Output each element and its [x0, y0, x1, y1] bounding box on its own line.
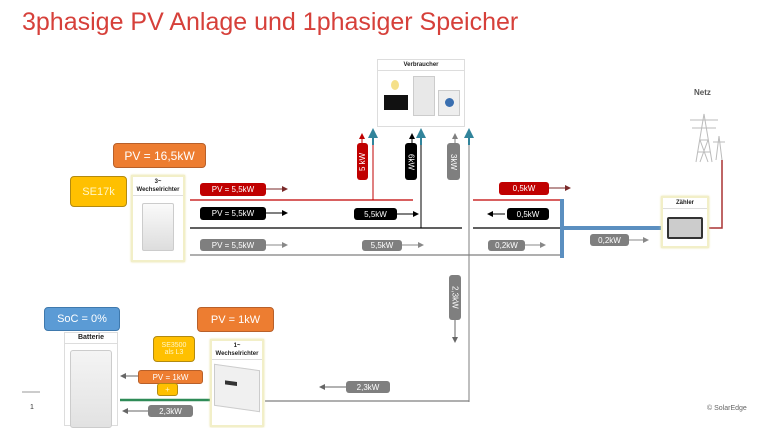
l2-mid-flow-label: 5,5kW [354, 208, 397, 220]
l1-load-label: 5 kW [357, 143, 368, 180]
plus-badge: + [157, 383, 178, 396]
l3-grid-flow-label: 0,2kW [488, 240, 525, 251]
storage-model-name: SE3500 [161, 342, 187, 349]
grid-label: Netz [694, 88, 711, 97]
soc-badge: SoC = 0% [44, 307, 120, 331]
three-phase-inverter: 3~ Wechselrichter [131, 175, 185, 262]
l3-mid-flow-label: 5,5kW [362, 240, 402, 251]
slide-number: 1 [30, 404, 34, 411]
battery-box: Batterie [64, 332, 118, 428]
single-phase-inverter: 1~ Wechselrichter [210, 339, 264, 427]
page-title: 3phasige PV Anlage und 1phasiger Speiche… [22, 8, 519, 36]
phase-l1-pv-label: PV = 5,5kW [200, 183, 266, 196]
meter-box: Zähler [661, 196, 709, 248]
battery-icon [70, 350, 112, 428]
storage-model-phase: als L3 [164, 349, 184, 356]
meter-flow-label: 0,2kW [590, 234, 629, 246]
light-bulb-icon [391, 80, 399, 90]
inverter-phase-label: 3~ [154, 179, 162, 185]
inverter-label: Wechselrichter [136, 187, 180, 193]
copyright: © SolarEdge [707, 405, 747, 412]
storage-inverter-model-badge: SE3500 als L3 [153, 336, 195, 362]
battery-path-bottom-label: 2,3kW [346, 381, 390, 393]
l2-load-label: 6kW [405, 143, 417, 180]
phase-l2-pv-label: PV = 5,5kW [200, 207, 266, 220]
l2-grid-flow-label: 0,5kW [507, 208, 549, 220]
consumer-title: Verbraucher [378, 60, 464, 71]
power-tower-icon [690, 113, 725, 163]
storage-inverter-phase-label: 1~ [233, 343, 241, 349]
storage-pv-badge: PV = 1kW [197, 307, 274, 332]
fridge-icon [413, 76, 435, 116]
storage-inverter-device-icon [214, 363, 260, 413]
storage-inverter-label: Wechselrichter [215, 351, 259, 357]
washing-machine-icon [438, 90, 460, 116]
grid-line [707, 160, 723, 229]
meter-title: Zähler [663, 198, 707, 209]
battery-charge-label: 2,3kW [148, 405, 193, 417]
meter-device-icon [667, 217, 703, 239]
battery-path-vertical-label: 2,3kW [449, 275, 461, 320]
pv-total-badge: PV = 16,5kW [113, 143, 206, 168]
inverter-device-icon [142, 203, 174, 251]
l1-grid-flow-label: 0,5kW [499, 182, 549, 195]
consumer-box: Verbraucher [377, 59, 465, 127]
storage-pv-small-label: PV = 1kW [138, 370, 203, 384]
battery-title: Batterie [65, 333, 117, 344]
tv-icon [384, 95, 408, 110]
l3-load-label: 3kW [447, 143, 460, 180]
phase-l3-pv-label: PV = 5,5kW [200, 239, 266, 251]
inverter-model-badge: SE17k [70, 176, 127, 207]
